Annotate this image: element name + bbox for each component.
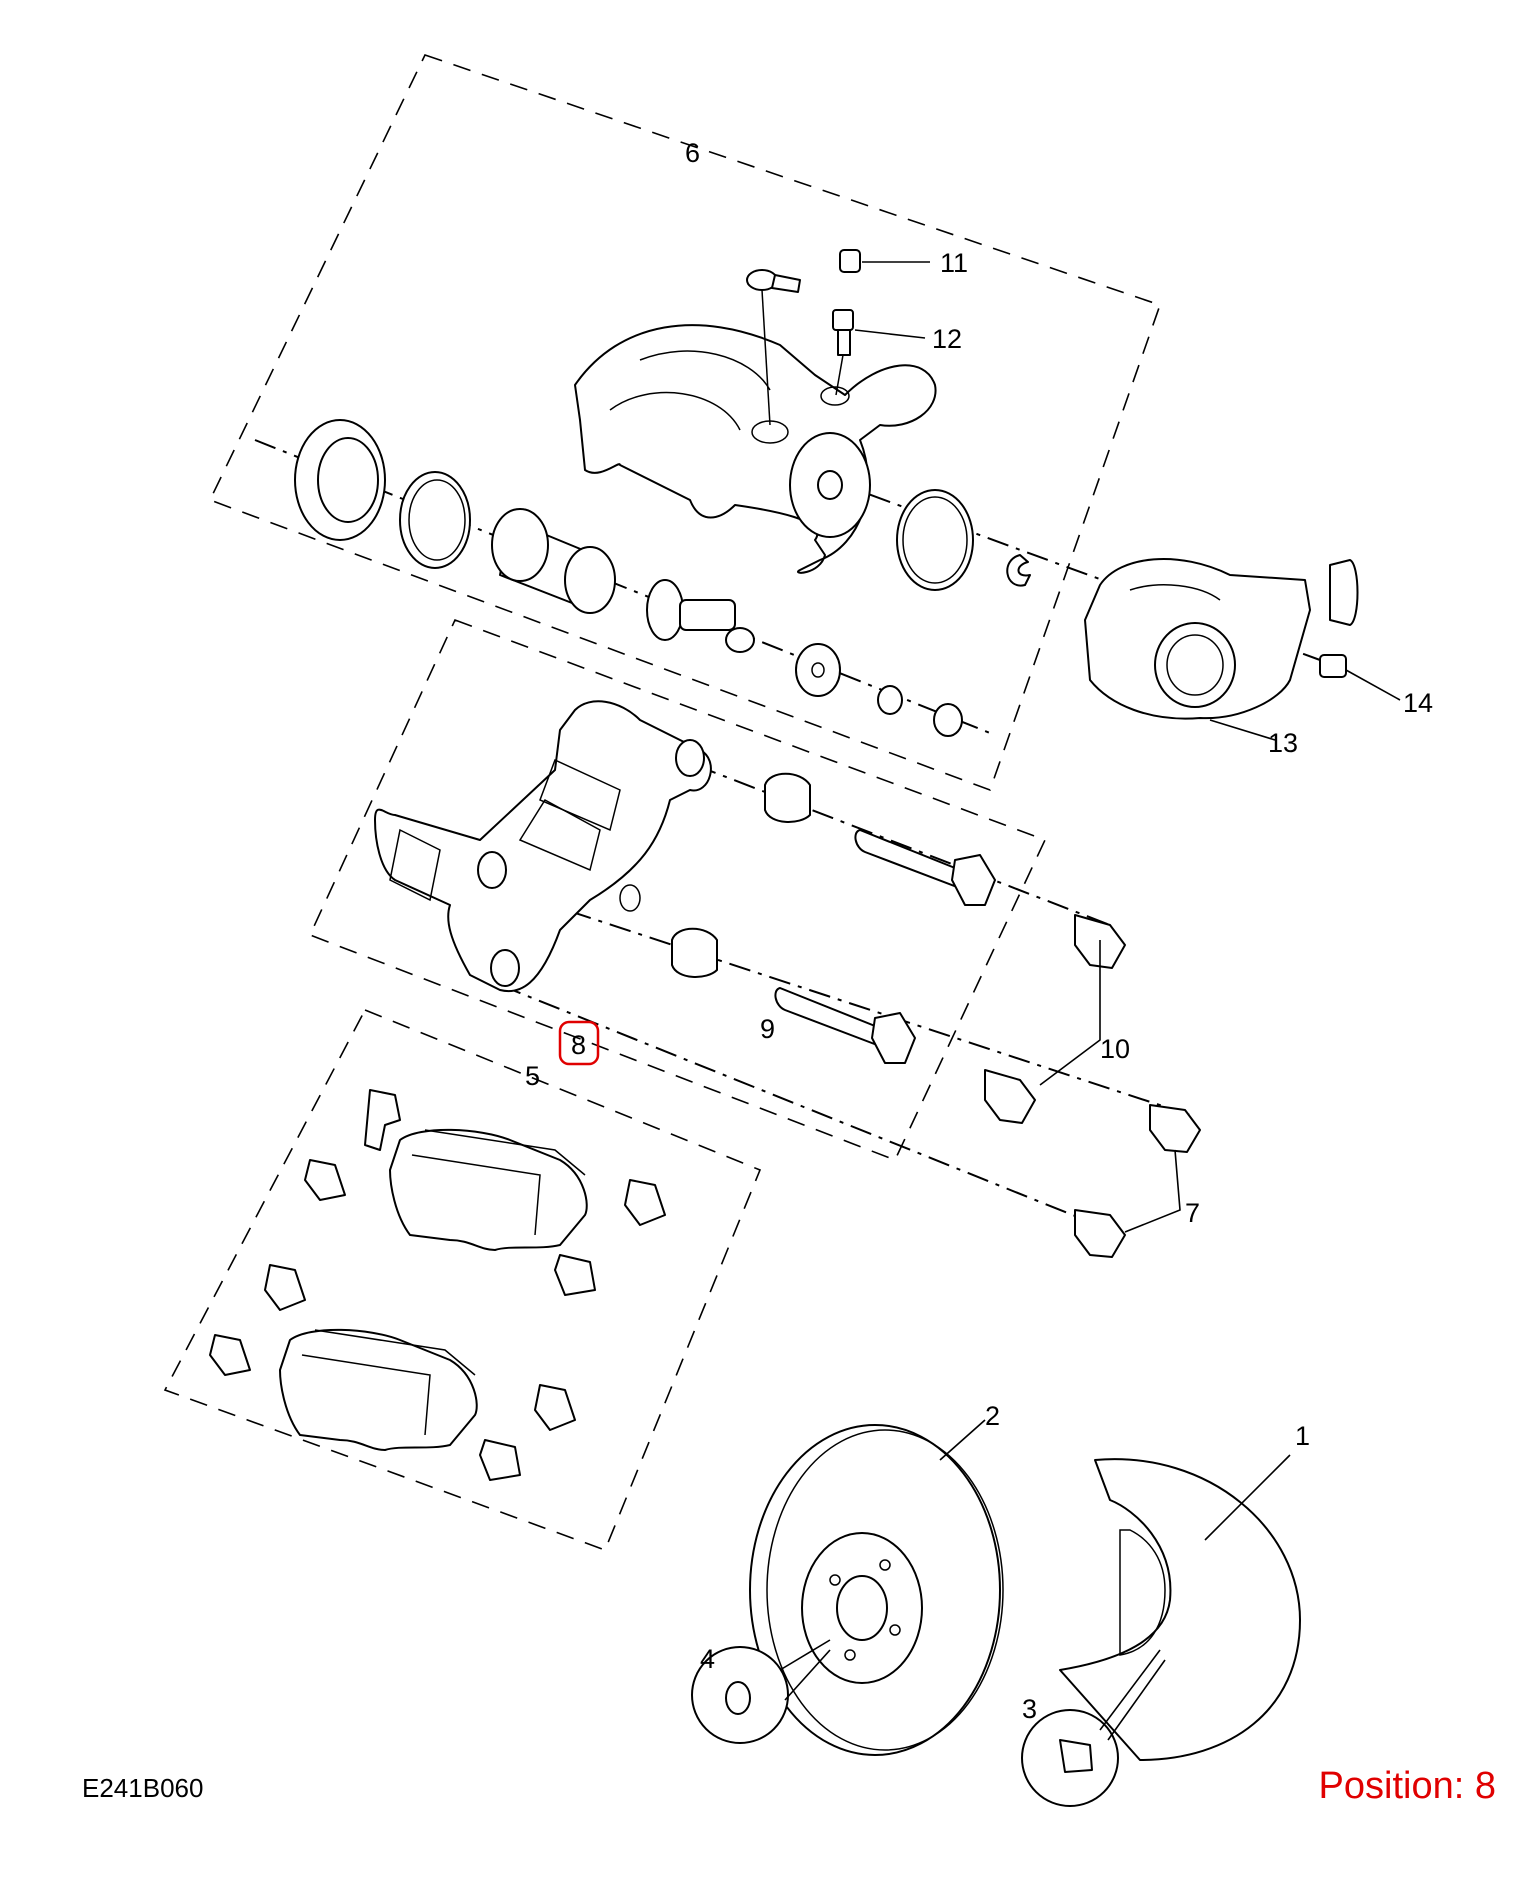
position-label: Position: 8 (1318, 1765, 1496, 1807)
bolt-7-lower (1074, 1209, 1126, 1258)
bleed-cap-11 (839, 249, 930, 273)
carrier-bracket (374, 700, 712, 993)
callout-13: 13 (1268, 728, 1298, 758)
bolt-7-upper (1149, 1104, 1201, 1153)
adjuster-spindle (646, 579, 755, 653)
brake-pad-upper (389, 1128, 588, 1251)
dust-boot (294, 419, 386, 541)
circlip (1006, 554, 1031, 587)
callout-1: 1 (1295, 1421, 1310, 1451)
sleeve (933, 703, 963, 737)
pin-axis-upper (694, 764, 1111, 926)
brake-disc (749, 1419, 1004, 1756)
callout-8: 8 (571, 1030, 586, 1060)
group-5-box (308, 618, 1047, 1162)
callout-3: 3 (1022, 1694, 1037, 1724)
guide-pin-lower (774, 987, 916, 1064)
group-8-box (163, 1008, 762, 1552)
piston (491, 508, 616, 614)
bolt-axis-lower (499, 984, 1111, 1231)
pad-clip (364, 1089, 401, 1151)
motor-gasket (1329, 559, 1359, 626)
callout-10: 10 (1100, 1034, 1130, 1064)
piston-seal (399, 471, 471, 569)
guide-pin-upper (854, 829, 996, 906)
diagram-id-label: E241B060 (82, 1773, 204, 1803)
callout-14: 14 (1403, 688, 1433, 718)
washer (795, 643, 841, 697)
leader-7 (1124, 1149, 1181, 1233)
callout-7: 7 (1185, 1198, 1200, 1228)
dust-shield (1059, 1454, 1301, 1761)
pad-clip (304, 1159, 346, 1201)
pad-clip (534, 1384, 576, 1431)
banjo-fitting (746, 269, 801, 426)
callout-8-highlight[interactable]: 8 (558, 1020, 600, 1066)
callout-6: 6 (685, 138, 700, 168)
callout-5: 5 (525, 1061, 540, 1091)
small-ring (877, 685, 903, 715)
pad-clip (209, 1334, 251, 1376)
pad-clip (264, 1264, 306, 1311)
callout-9: 9 (760, 1014, 775, 1044)
pad-clip (624, 1179, 666, 1226)
disc-screw-detail (691, 1639, 831, 1744)
bleed-screw-12 (832, 309, 926, 396)
pad-clip (554, 1254, 596, 1296)
callout-2: 2 (985, 1401, 1000, 1431)
callout-12: 12 (932, 324, 962, 354)
pad-clip (479, 1439, 521, 1481)
callout-11: 11 (940, 248, 968, 278)
bolt-10-lower (984, 1069, 1036, 1124)
brake-pad-lower (279, 1328, 478, 1451)
leader-10 (1039, 940, 1101, 1086)
callout-4: 4 (700, 1644, 715, 1674)
screw-14 (1319, 654, 1401, 701)
parking-brake-motor-13 (1084, 558, 1311, 741)
guide-boot-upper (764, 772, 811, 823)
guide-boot-lower (671, 927, 718, 978)
group-6-box (208, 54, 1162, 792)
pin-axis-lower (489, 884, 1191, 1116)
large-o-ring (896, 489, 974, 591)
caliper-body (574, 324, 937, 574)
shield-bolt-detail (1021, 1649, 1166, 1807)
